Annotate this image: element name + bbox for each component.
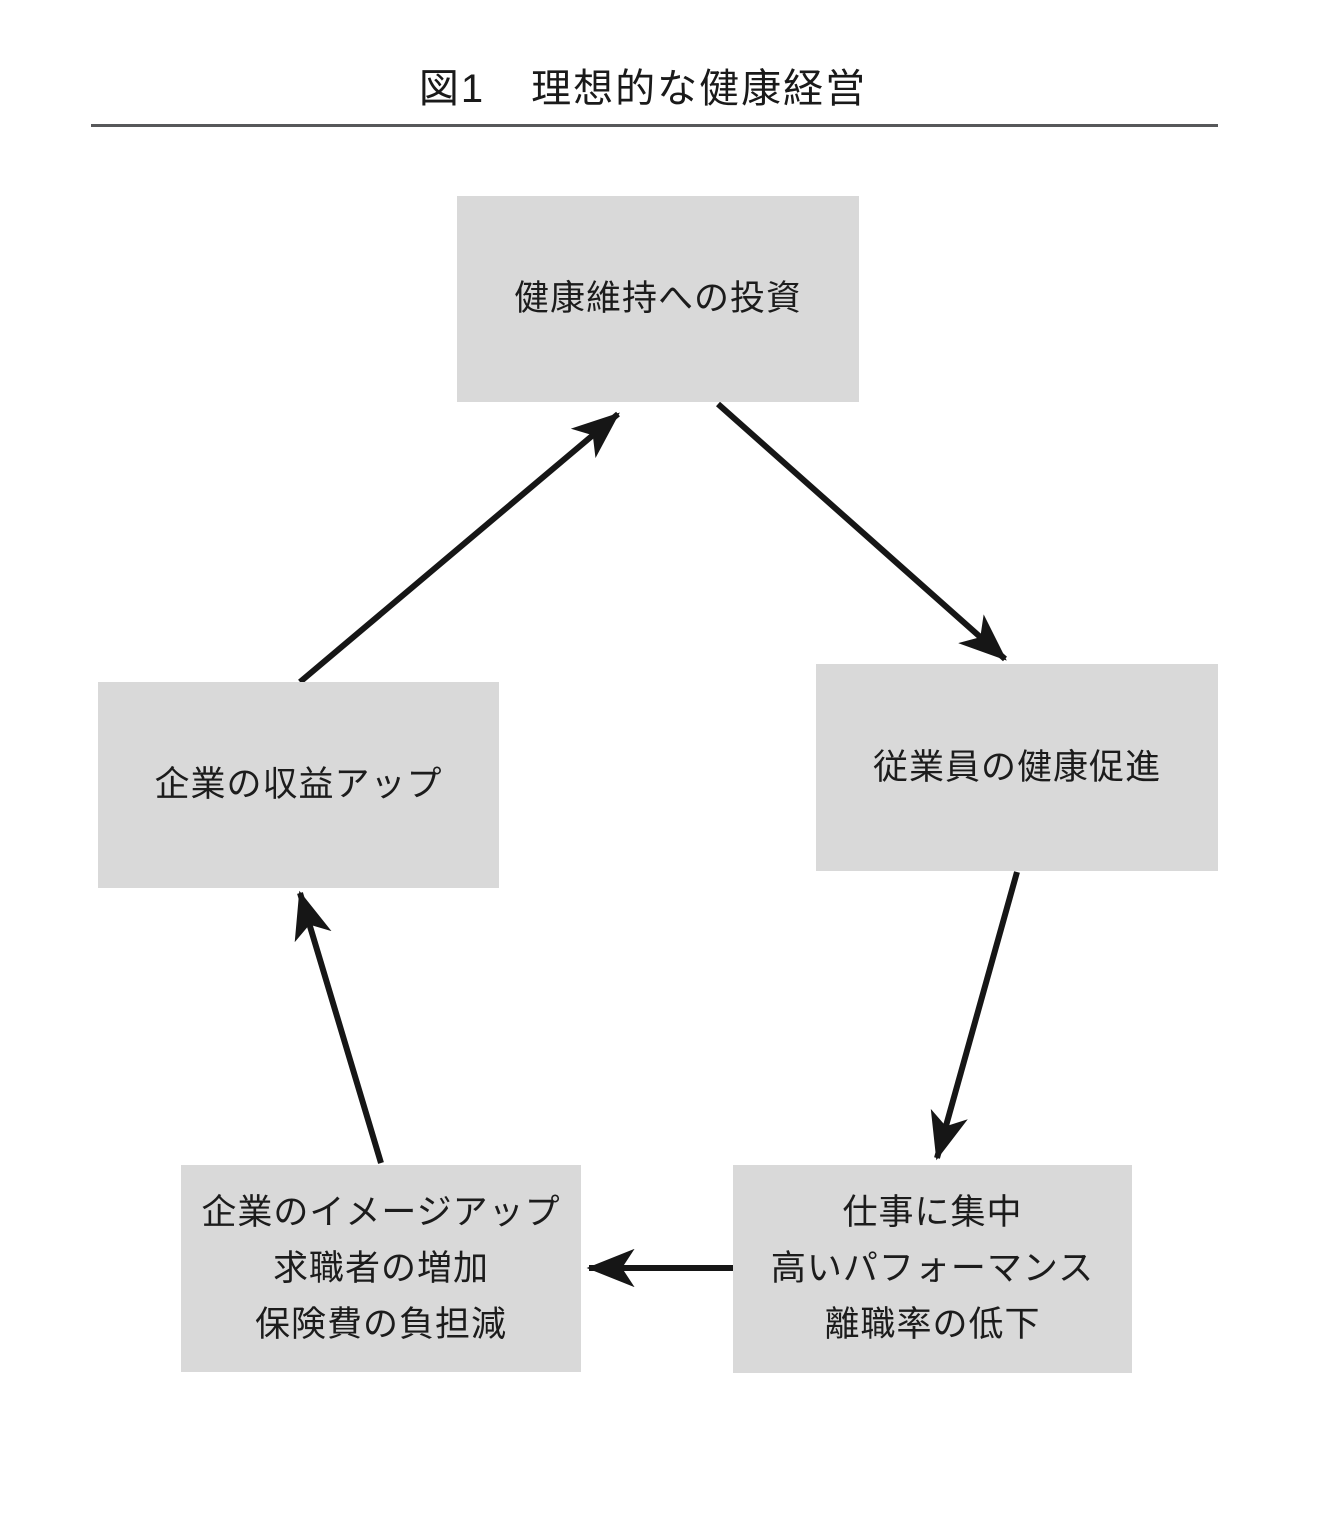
figure-number: 図1 [418,67,486,111]
arrow-profit-to-investment [298,411,620,685]
figure-title: 図1 理想的な健康経営 [419,56,867,114]
node-company-image-up: 企業のイメージアップ 求職者の増加 保険費の負担減 [181,1165,581,1372]
title-underline-rule [91,124,1218,127]
node-label-line: 求職者の増加 [272,1248,489,1288]
node-label: 従業員の健康促進 [872,747,1161,787]
node-label: 企業の収益アップ [154,765,443,804]
arrow-investment-to-promotion [716,401,1007,662]
node-label-line: 離職率の低下 [824,1305,1041,1344]
node-work-performance: 仕事に集中 高いパフォーマンス 離職率の低下 [733,1165,1132,1373]
node-health-investment: 健康維持への投資 [457,196,859,402]
figure-title-text: 理想的な健康経営 [531,67,868,111]
node-label-line: 保険費の負担減 [254,1304,507,1344]
arrow-promotion-to-performance [930,871,1020,1161]
node-label-line: 企業のイメージアップ [201,1192,561,1232]
node-label-line: 仕事に集中 [842,1193,1023,1232]
node-employee-health-promotion: 従業員の健康促進 [816,664,1218,871]
arrow-image-to-profit [294,890,384,1164]
node-label-line: 高いパフォーマンス [770,1249,1095,1288]
node-label: 健康維持への投資 [513,279,802,318]
node-company-profit-up: 企業の収益アップ [98,682,499,888]
